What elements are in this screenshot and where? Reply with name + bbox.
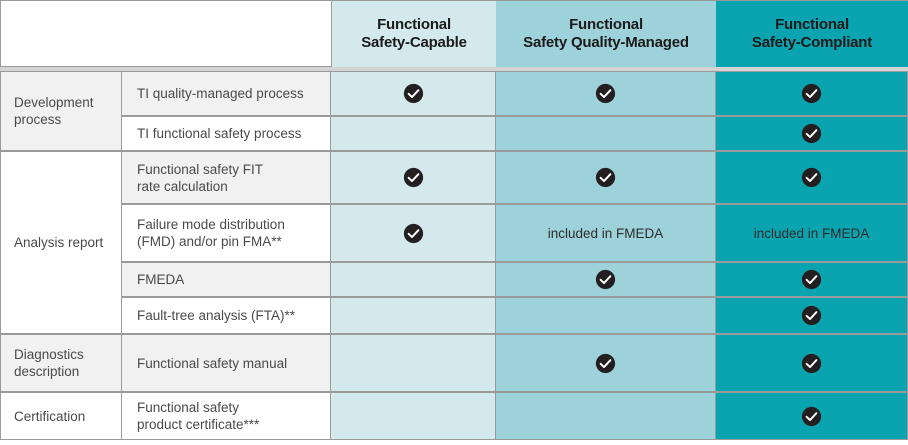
cell-note-text: included in FMEDA [754, 226, 870, 241]
column-header-capable-line1: Functional [361, 16, 467, 34]
row-label-failure-mode-distribution-line1: Failure mode distribution [137, 216, 285, 233]
row-label-functional-safety-certificate: Functional safetyproduct certificate*** [121, 392, 331, 440]
group-label-diagnostics-description: Diagnosticsdescription [0, 334, 122, 392]
cell-functional-safety-manual-compliant [715, 334, 908, 392]
cell-functional-safety-manual-capable [330, 334, 496, 392]
row-label-failure-mode-distribution-line2: (FMD) and/or pin FMA** [137, 233, 285, 250]
row-label-fmeda: FMEDA [121, 262, 331, 297]
column-header-capable-line2: Safety-Capable [361, 34, 467, 52]
group-label-development-process-line2: process [14, 111, 94, 128]
cell-ti-functional-safety-process-quality-managed [495, 116, 716, 151]
group-label-certification-line1: Certification [14, 408, 85, 425]
row-label-functional-safety-fit-rate-line1: Functional safety FIT [137, 161, 263, 178]
row-label-functional-safety-manual-line1: Functional safety manual [137, 355, 287, 372]
column-header-quality-managed-line2: Safety Quality-Managed [523, 34, 689, 52]
row-label-fault-tree-analysis: Fault-tree analysis (FTA)** [121, 297, 331, 334]
cell-ti-functional-safety-process-compliant [715, 116, 908, 151]
row-label-ti-quality-managed-process: TI quality-managed process [121, 71, 331, 116]
row-label-ti-quality-managed-process-line1: TI quality-managed process [137, 85, 304, 102]
check-circle-icon [801, 353, 822, 374]
table-body: DevelopmentprocessAnalysis reportDiagnos… [0, 71, 908, 445]
cell-functional-safety-certificate-capable [330, 392, 496, 440]
cell-ti-quality-managed-process-quality-managed [495, 71, 716, 116]
check-circle-icon [595, 167, 616, 188]
check-circle-icon [801, 123, 822, 144]
check-circle-icon [403, 223, 424, 244]
cell-functional-safety-fit-rate-quality-managed [495, 151, 716, 204]
column-header-compliant-line2: Safety-Compliant [752, 34, 872, 52]
check-circle-icon [801, 305, 822, 326]
cell-functional-safety-certificate-quality-managed [495, 392, 716, 440]
group-label-analysis-report-line1: Analysis report [14, 234, 103, 251]
row-label-functional-safety-fit-rate-line2: rate calculation [137, 178, 263, 195]
cell-fault-tree-analysis-compliant [715, 297, 908, 334]
check-circle-icon [595, 269, 616, 290]
row-label-functional-safety-certificate-line2: product certificate*** [137, 416, 259, 433]
group-label-diagnostics-description-line2: description [14, 363, 84, 380]
group-label-certification: Certification [0, 392, 122, 440]
cell-fmeda-capable [330, 262, 496, 297]
column-header-compliant: Functional Safety-Compliant [716, 0, 908, 67]
row-label-functional-safety-manual: Functional safety manual [121, 334, 331, 392]
check-circle-icon [403, 83, 424, 104]
cell-failure-mode-distribution-compliant: included in FMEDA [715, 204, 908, 262]
row-label-fault-tree-analysis-line1: Fault-tree analysis (FTA)** [137, 307, 295, 324]
cell-fmeda-compliant [715, 262, 908, 297]
cell-functional-safety-certificate-compliant [715, 392, 908, 440]
table-header-row: Functional Safety-Capable Functional Saf… [0, 0, 908, 67]
header-blank-cell [0, 0, 331, 67]
check-circle-icon [403, 167, 424, 188]
column-header-quality-managed: Functional Safety Quality-Managed [496, 0, 716, 67]
cell-failure-mode-distribution-capable [330, 204, 496, 262]
cell-functional-safety-fit-rate-capable [330, 151, 496, 204]
check-circle-icon [801, 167, 822, 188]
check-circle-icon [801, 406, 822, 427]
cell-functional-safety-fit-rate-compliant [715, 151, 908, 204]
row-label-ti-functional-safety-process-line1: TI functional safety process [137, 125, 301, 142]
row-label-functional-safety-fit-rate: Functional safety FITrate calculation [121, 151, 331, 204]
cell-ti-quality-managed-process-capable [330, 71, 496, 116]
check-circle-icon [595, 353, 616, 374]
row-label-functional-safety-certificate-line1: Functional safety [137, 399, 259, 416]
cell-failure-mode-distribution-quality-managed: included in FMEDA [495, 204, 716, 262]
check-circle-icon [801, 83, 822, 104]
cell-ti-quality-managed-process-compliant [715, 71, 908, 116]
cell-fmeda-quality-managed [495, 262, 716, 297]
cell-ti-functional-safety-process-capable [330, 116, 496, 151]
column-header-capable: Functional Safety-Capable [331, 0, 496, 67]
column-header-compliant-line1: Functional [752, 16, 872, 34]
group-label-development-process: Developmentprocess [0, 71, 122, 151]
column-header-quality-managed-line1: Functional [523, 16, 689, 34]
cell-fault-tree-analysis-capable [330, 297, 496, 334]
group-label-development-process-line1: Development [14, 94, 94, 111]
check-circle-icon [595, 83, 616, 104]
row-label-failure-mode-distribution: Failure mode distribution(FMD) and/or pi… [121, 204, 331, 262]
group-label-diagnostics-description-line1: Diagnostics [14, 346, 84, 363]
cell-fault-tree-analysis-quality-managed [495, 297, 716, 334]
row-label-ti-functional-safety-process: TI functional safety process [121, 116, 331, 151]
row-label-fmeda-line1: FMEDA [137, 271, 184, 288]
check-circle-icon [801, 269, 822, 290]
cell-functional-safety-manual-quality-managed [495, 334, 716, 392]
cell-note-text: included in FMEDA [548, 226, 664, 241]
group-label-analysis-report: Analysis report [0, 151, 122, 334]
